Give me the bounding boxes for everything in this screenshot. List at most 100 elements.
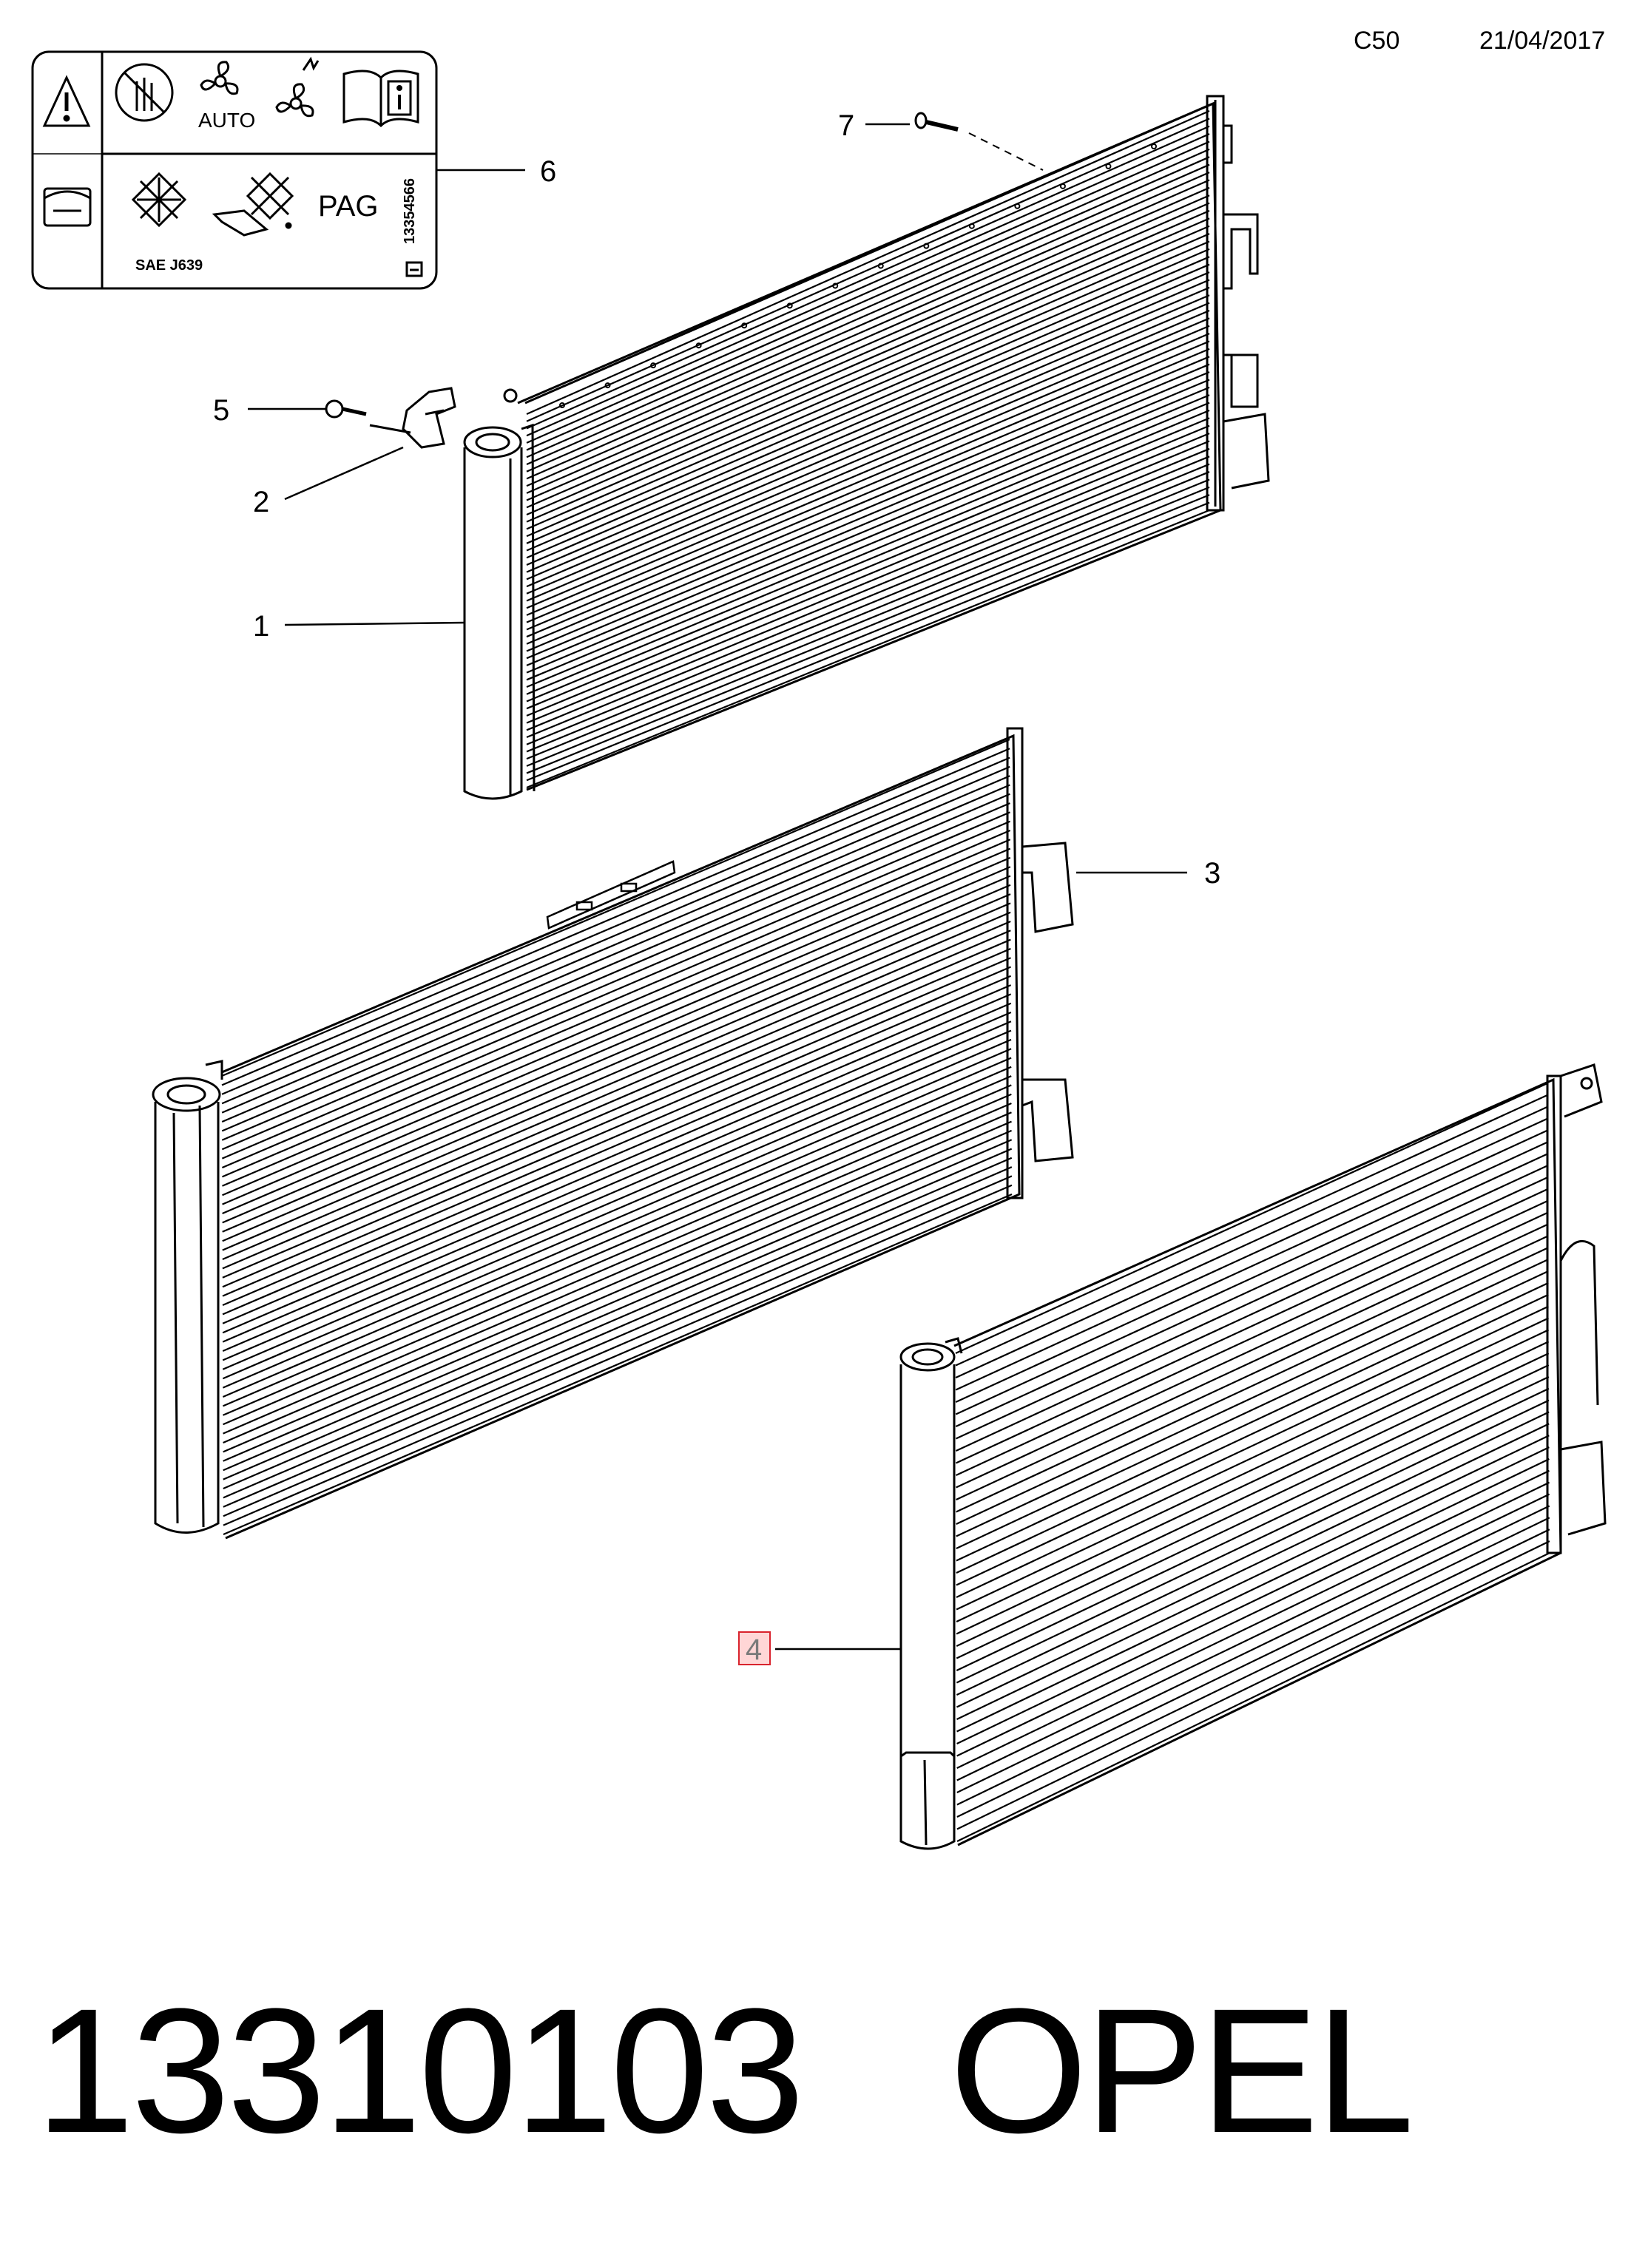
- fin-line: [526, 433, 1210, 717]
- fin-line: [526, 501, 1210, 782]
- fin-line: [956, 1469, 1550, 1757]
- fin-line: [526, 456, 1210, 739]
- fin-line: [526, 186, 1210, 487]
- diagram-code: C50: [1354, 27, 1400, 55]
- fin-line: [956, 1247, 1549, 1525]
- fin-line: [223, 1111, 1012, 1453]
- fin-line: [526, 371, 1210, 660]
- fin-line: [526, 340, 1210, 631]
- fin-line: [956, 1353, 1550, 1635]
- receiver-dryer-bottom: [899, 1337, 963, 1850]
- callout-5[interactable]: 5: [213, 394, 229, 427]
- fin-line: [526, 294, 1210, 588]
- fin-line: [526, 394, 1210, 681]
- callout-4-highlight: [738, 1631, 771, 1665]
- refrigerant-snowflake-icon: [131, 172, 187, 228]
- fin-line: [222, 920, 1011, 1261]
- fin-line: [955, 1188, 1549, 1464]
- edge-hole: [923, 243, 930, 249]
- edge-hole: [1014, 203, 1021, 209]
- diagram-date: 21/04/2017: [1479, 27, 1606, 55]
- callout-4[interactable]: 4: [746, 1634, 762, 1666]
- fin-line: [222, 984, 1012, 1324]
- screw-7: [914, 112, 1044, 171]
- fin-line: [526, 179, 1210, 480]
- fin-line: [526, 125, 1210, 430]
- fin-line: [956, 1341, 1550, 1622]
- fin-line: [221, 820, 1010, 1160]
- callout-2[interactable]: 2: [253, 486, 269, 518]
- condenser-assembly-top: [463, 95, 1270, 800]
- fin-line: [222, 902, 1011, 1242]
- fin-line: [526, 317, 1210, 609]
- fin-line: [222, 1029, 1012, 1370]
- fin-line: [526, 209, 1210, 509]
- fin-line: [956, 1375, 1550, 1659]
- fin-line: [221, 775, 1010, 1114]
- fin-line: [956, 1223, 1549, 1500]
- edge-hole: [741, 322, 748, 329]
- condenser-side-tank-bottom: [1546, 1063, 1607, 1554]
- fin-line: [955, 1094, 1548, 1367]
- fin-line: [221, 756, 1010, 1095]
- edge-hole: [1059, 183, 1066, 189]
- fin-line: [526, 194, 1210, 494]
- fin-line: [221, 765, 1010, 1105]
- fin-line: [221, 802, 1010, 1141]
- fin-line: [526, 302, 1210, 595]
- fin-line: [223, 1075, 1012, 1416]
- receiver-dryer-middle: [152, 1060, 223, 1534]
- fin-line: [526, 202, 1210, 501]
- manual-info-icon: [342, 70, 419, 128]
- fin-line: [526, 463, 1210, 745]
- fin-line: [956, 1235, 1549, 1513]
- fin-line: [221, 811, 1010, 1151]
- fin-line: [526, 286, 1210, 580]
- fin-line: [223, 1193, 1013, 1536]
- fin-line: [221, 793, 1010, 1132]
- condenser-fins-bottom: [955, 1082, 1550, 1842]
- fin-line: [223, 1066, 1012, 1407]
- fin-line: [223, 1093, 1012, 1435]
- condenser-side-tank-middle: [1006, 727, 1074, 1199]
- fin-line: [526, 494, 1210, 774]
- callout-3[interactable]: 3: [1204, 857, 1220, 890]
- callout-1[interactable]: 1: [253, 610, 269, 643]
- fin-line: [956, 1505, 1550, 1793]
- condenser-side-tank-right: [1206, 95, 1270, 512]
- callout-7[interactable]: 7: [838, 109, 854, 142]
- fin-line: [223, 1120, 1012, 1462]
- footer-brand: OPEL: [949, 1971, 1414, 2170]
- warning-label-card: AUTO: [31, 50, 438, 290]
- edge-hole: [1105, 163, 1112, 169]
- warning-triangle-icon: [42, 75, 91, 127]
- condenser-fins-top: [526, 109, 1210, 789]
- fin-line: [956, 1317, 1549, 1598]
- fin-line: [526, 118, 1210, 422]
- fin-line: [223, 1184, 1013, 1526]
- fin-line: [222, 993, 1012, 1334]
- footer-part-number: 13310103: [36, 1971, 805, 2170]
- fin-line: [222, 839, 1011, 1178]
- fin-line: [222, 1057, 1012, 1398]
- fin-line: [222, 938, 1011, 1279]
- fin-line: [526, 225, 1210, 523]
- callout-6[interactable]: 6: [540, 155, 556, 188]
- fin-line: [526, 325, 1210, 616]
- fin-line: [526, 348, 1210, 638]
- fin-line: [526, 417, 1210, 703]
- fin-line: [526, 333, 1210, 623]
- fin-line: [956, 1446, 1550, 1733]
- fin-line: [526, 386, 1210, 674]
- gm-logo-icon: [405, 261, 423, 277]
- fin-line: [222, 930, 1011, 1270]
- fin-line: [221, 784, 1010, 1123]
- oil-can-snowflake-icon: [212, 172, 294, 237]
- fin-line: [222, 1002, 1012, 1343]
- fin-line: [955, 1117, 1548, 1391]
- fin-line: [223, 1166, 1013, 1508]
- pag-text: PAG: [318, 190, 379, 223]
- fin-line: [526, 233, 1210, 530]
- edge-hole: [786, 302, 793, 309]
- fin-line: [526, 256, 1210, 552]
